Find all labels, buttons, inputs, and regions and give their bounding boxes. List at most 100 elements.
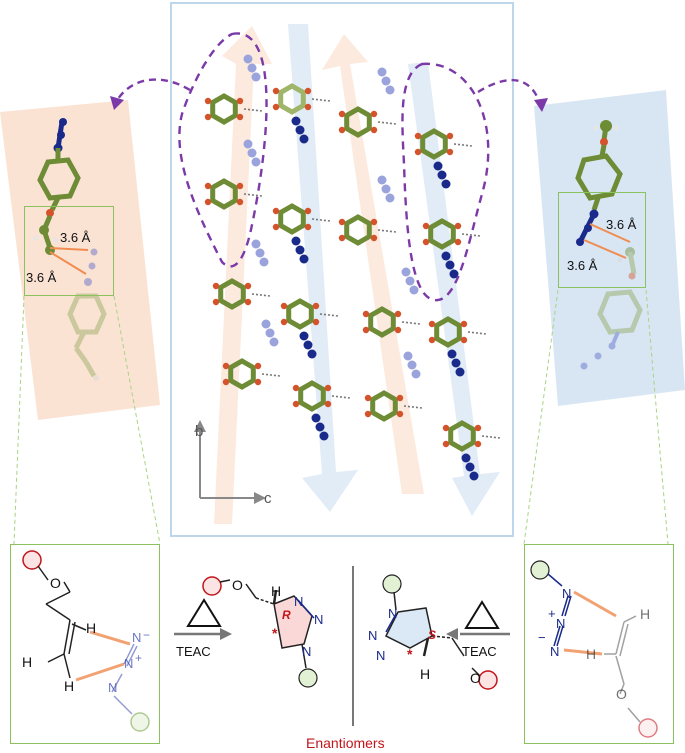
crystal-ring [218,278,246,310]
crystal-azide-atom [381,184,391,194]
left-box-minus: − [143,628,151,642]
crystal-oxygen [204,113,212,121]
crystal-packing-view [178,24,501,524]
crystal-oxygen [312,318,320,326]
h-bond [251,293,271,297]
crystal-azide-atom [385,193,395,203]
crystal-oxygen [414,132,422,140]
h-bond [311,218,331,222]
crystal-oxygen [304,207,312,215]
crystal-azide-atom [269,337,279,347]
crystal-azide-atom [315,422,325,432]
h-bond [453,143,473,147]
left-zoom-box [24,206,114,296]
crystal-oxygen [222,362,230,370]
crystal-azide-atom [243,54,253,64]
s-ring-n3: N [376,648,386,663]
crystal-azide-atom [291,116,301,126]
crystal-oxygen [364,394,372,402]
crystal-azide-atom [319,431,329,441]
r-stereo-label: R [282,608,291,622]
left-box-n2: N [124,656,134,671]
left-mechanism-box [10,544,160,744]
crystal-ring [344,214,372,246]
crystal-azide-atom [411,369,421,379]
crystal-oxygen [442,440,450,448]
s-ring-n2: N [368,628,378,643]
h-bond [467,331,487,335]
triazoline-ring-s [384,607,433,649]
crystal-oxygen [236,113,244,121]
s-product-green-group [382,574,402,594]
crystal-ring [370,390,398,422]
left-box-oxygen: O [50,575,61,591]
crystal-oxygen [414,148,422,156]
r-stereo-star: * [272,625,278,641]
crystal-azide-atom [407,360,417,370]
crystal-azide-atom [441,251,451,261]
crystal-azide-atom [265,328,275,338]
crystal-oxygen [396,410,404,418]
axis-b-label: b [195,423,204,440]
crystal-oxygen [272,207,280,215]
crystal-ring [420,128,448,160]
crystal-oxygen [338,110,346,118]
left-reagent: TEAC [176,644,211,659]
r-group-circle-green [530,560,550,580]
crystal-azide-atom [299,331,309,341]
crystal-azide-atom [261,319,271,329]
right-heat-triangle [464,600,500,629]
crystal-oxygen [422,222,430,230]
s-stereo-star: * [407,646,413,662]
crystal-azide-atom [403,351,413,361]
crystal-oxygen [362,326,370,334]
left-box-plus: + [135,651,143,665]
crystal-azide-atom [251,72,261,82]
h-bond [331,395,351,399]
r-product-structure [174,576,318,688]
crystal-azide-atom [465,462,475,472]
left-mechanism-drawing [22,550,150,732]
crystal-azide-atom [405,276,415,286]
s-stereo-label: S [428,628,437,642]
crystal-oxygen [370,110,378,118]
s-product-h: H [420,666,431,682]
crystal-azide-atom [445,260,455,270]
orange-arrow-1 [214,26,272,524]
right-box-plus: + [548,606,556,621]
s-product-structure [382,574,510,690]
r-ring-n2: N [314,612,324,627]
crystal-ring [286,298,314,330]
crystal-azide-atom [377,175,387,185]
r-group-circle [22,550,42,570]
crystal-azide-atom [255,248,265,258]
left-box-n3: N [108,680,118,695]
crystal-azide-atom [449,269,459,279]
crystal-oxygen [422,238,430,246]
right-box-n2: N [556,616,566,631]
crystal-oxygen [338,126,346,134]
zoom-guides [13,290,669,545]
crystal-oxygen [446,132,454,140]
callout-arrows [110,78,548,112]
crystal-azide-atom [451,358,461,368]
crystal-azide-atom [409,285,419,295]
crystal-azide-atom [247,63,257,73]
crystal-oxygen [244,282,252,290]
crystal-azide-atom [311,413,321,423]
crystal-azide-atom [401,267,411,277]
crystal-oxygen [304,103,312,111]
right-box-n3: N [550,644,560,659]
crystal-azide-atom [307,349,317,359]
right-mechanism-box [524,544,674,744]
crystal-oxygen [236,97,244,105]
crystal-azide-atom [303,340,313,350]
crystal-oxygen [362,310,370,318]
right-crystal-view [534,90,685,406]
right-blue-band [534,90,685,406]
crystal-azide-atom [299,134,309,144]
crystal-oxygen [454,238,462,246]
crystal-oxygen [236,198,244,206]
crystal-oxygen [304,87,312,95]
crystal-ring [210,93,238,125]
